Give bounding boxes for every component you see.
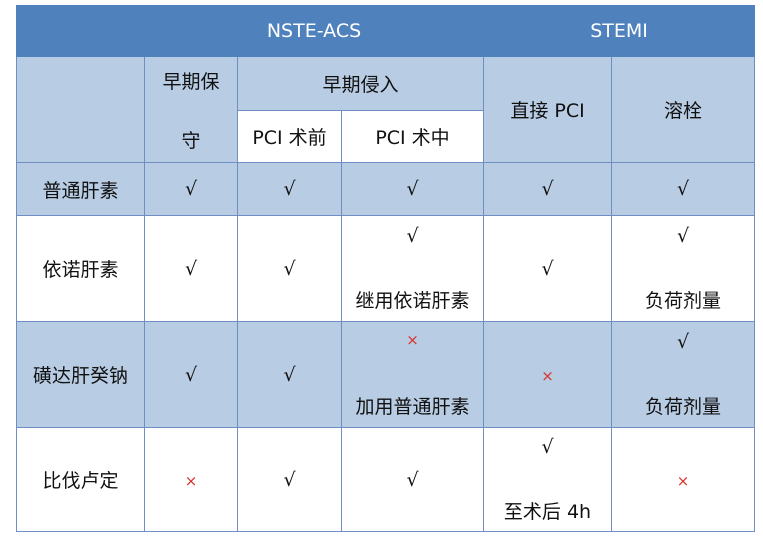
cell-note: 加用普通肝素: [355, 395, 470, 418]
check-mark: √: [184, 257, 198, 280]
cell-mark-note: √ 继用依诺肝素: [340, 215, 485, 322]
header-stemi: STEMI: [483, 5, 756, 57]
cross-mark: ×: [406, 330, 419, 349]
header-row-mid: 早期保 守 早期侵入 直接 PCI 溶栓: [16, 56, 756, 163]
table-row-bivalirudin: 比伐卢定 × √ √ √ 至术后 4h ×: [16, 427, 756, 532]
check-mark: √: [676, 178, 690, 200]
header-direct-pci: 直接 PCI: [483, 56, 613, 163]
check-mark: √: [541, 435, 554, 458]
table-row-enoxaparin: 依诺肝素 √ √ √ 继用依诺肝素 √ √ 负荷剂量: [16, 215, 756, 322]
check-mark: √: [406, 224, 419, 247]
cell-mark: ×: [483, 321, 613, 428]
cell-note: 负荷剂量: [645, 395, 722, 418]
drug-name: 比伐卢定: [16, 427, 145, 532]
check-mark: √: [541, 178, 554, 200]
header-pci-during: PCI 术中: [340, 110, 485, 163]
cell-mark: √: [340, 427, 485, 532]
cell-mark: ×: [611, 427, 756, 532]
anticoagulant-table: NSTE-ACS STEMI 早期保 守 早期侵入 直接 PCI 溶栓 PCI …: [16, 5, 756, 532]
cell-mark: √: [611, 162, 756, 216]
check-mark: √: [283, 257, 296, 280]
cell-note: 继用依诺肝素: [355, 289, 470, 312]
cell-mark: √: [237, 162, 342, 216]
header-thrombolysis: 溶栓: [611, 56, 756, 163]
cell-mark: √: [483, 215, 613, 322]
drug-name: 磺达肝癸钠: [16, 321, 145, 428]
cross-mark: ×: [676, 471, 690, 490]
header-pci-before: PCI 术前: [237, 110, 342, 163]
cell-mark: √: [144, 321, 238, 428]
cell-note: 至术后 4h: [503, 500, 592, 523]
cell-stack: √ 至术后 4h: [488, 436, 607, 524]
cell-mark: √: [483, 162, 613, 216]
header-corner: [16, 5, 145, 57]
check-mark: √: [406, 468, 419, 491]
check-mark: √: [676, 224, 690, 247]
check-mark: √: [283, 363, 296, 386]
cell-mark: √: [237, 427, 342, 532]
cross-mark: ×: [184, 471, 198, 490]
cell-mark: √: [237, 321, 342, 428]
cell-mark-note: √ 负荷剂量: [611, 215, 756, 322]
cell-mark: √: [144, 162, 238, 216]
header-early-conservative: 早期保 守: [144, 56, 238, 163]
cell-mark: √: [340, 162, 485, 216]
check-mark: √: [406, 178, 419, 200]
check-mark: √: [184, 363, 198, 386]
cell-mark: ×: [144, 427, 238, 532]
header-early-conservative-stack: 早期保 守: [149, 67, 233, 153]
header-row-sub: PCI 术前 PCI 术中: [17, 110, 755, 163]
cell-mark-note: × 加用普通肝素: [340, 321, 485, 428]
cell-stack: √ 负荷剂量: [616, 225, 750, 313]
header-blank: [16, 56, 145, 163]
cell-stack: √ 负荷剂量: [616, 331, 750, 419]
table-row-fondaparinux: 磺达肝癸钠 √ √ × 加用普通肝素 × √ 负荷剂量: [16, 321, 756, 428]
check-mark: √: [541, 257, 554, 280]
cell-stack: √ 继用依诺肝素: [346, 225, 479, 313]
cell-mark-note: √ 负荷剂量: [611, 321, 756, 428]
check-mark: √: [283, 468, 296, 491]
table-row-heparin: 普通肝素 √ √ √ √ √: [16, 162, 756, 216]
check-mark: √: [184, 178, 198, 200]
header-early-conservative-line1: 早期保: [162, 70, 220, 93]
cell-mark: √: [237, 215, 342, 322]
drug-name: 普通肝素: [16, 162, 145, 216]
cell-mark: √: [144, 215, 238, 322]
header-row-top: NSTE-ACS STEMI: [16, 5, 756, 57]
cell-stack: × 加用普通肝素: [346, 331, 479, 419]
cross-mark: ×: [541, 366, 554, 385]
check-mark: √: [283, 178, 296, 200]
header-early-conservative-line2: 守: [181, 129, 201, 152]
header-early-invasive: 早期侵入: [236, 56, 485, 111]
cell-mark-note: √ 至术后 4h: [483, 427, 613, 532]
check-mark: √: [676, 330, 690, 353]
cell-note: 负荷剂量: [645, 289, 722, 312]
drug-name: 依诺肝素: [16, 215, 145, 322]
header-nste-acs: NSTE-ACS: [143, 5, 485, 57]
